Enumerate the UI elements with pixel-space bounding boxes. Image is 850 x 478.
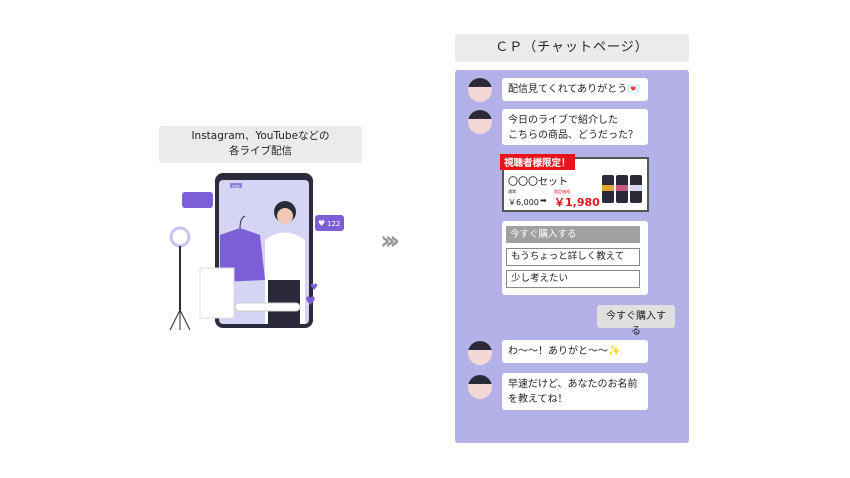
buy-now-option[interactable]: 今すぐ購入する bbox=[506, 226, 640, 243]
like-bubble bbox=[315, 215, 344, 231]
avatar bbox=[468, 78, 492, 102]
page-title: ＣＰ（チャットページ） bbox=[455, 34, 689, 62]
arrow-icon: ››› bbox=[380, 226, 400, 256]
svg-text:♥: ♥ bbox=[318, 219, 325, 228]
think-about-option[interactable]: 少し考えたい bbox=[506, 270, 640, 288]
svg-text:122: 122 bbox=[327, 220, 340, 228]
chat-message: 早速だけど、あなたのお名前 を教えてね！ bbox=[502, 373, 648, 410]
product-bottles-image bbox=[602, 175, 642, 203]
live-badge: LIVE bbox=[232, 185, 240, 189]
svg-text:♥: ♥ bbox=[310, 283, 318, 293]
limited-tag: 視聴者様限定！ bbox=[500, 154, 575, 170]
avatar bbox=[468, 110, 492, 134]
sale-price: ￥1,980 bbox=[554, 196, 600, 209]
ring-light bbox=[169, 226, 191, 248]
avatar bbox=[468, 341, 492, 365]
chat-message: わ〜〜！ありがと〜〜✨ bbox=[502, 340, 648, 363]
comment-input bbox=[234, 302, 301, 312]
avatar bbox=[468, 375, 492, 399]
live-stream-label: Instagram、YouTubeなどの 各ライブ配信 bbox=[159, 126, 362, 163]
chat-message: 今日のライブで紹介した こちらの商品、どうだった？ bbox=[502, 109, 648, 145]
chat-message: 配信見てくれてありがとう💌 bbox=[502, 78, 648, 101]
product-card[interactable]: 視聴者様限定！ 〇〇〇セット 通常 ￥6,000 ➡ 限定価格 ￥1,980 bbox=[500, 154, 649, 212]
more-info-option[interactable]: もうちょっと詳しく教えて bbox=[506, 248, 640, 266]
user-reply: 今すぐ購入する bbox=[597, 305, 675, 337]
choice-menu: 今すぐ購入する もうちょっと詳しく教えて 少し考えたい bbox=[502, 221, 648, 295]
product-name: 〇〇〇セット bbox=[508, 177, 568, 188]
chat-icon bbox=[182, 192, 213, 208]
live-stream-illustration: LIVE 122 ♥ ♥ ♥ bbox=[169, 173, 344, 331]
regular-price: ￥6,000 bbox=[508, 198, 539, 207]
arrow-right-icon: ➡ bbox=[540, 196, 547, 205]
svg-text:♥: ♥ bbox=[305, 294, 316, 308]
